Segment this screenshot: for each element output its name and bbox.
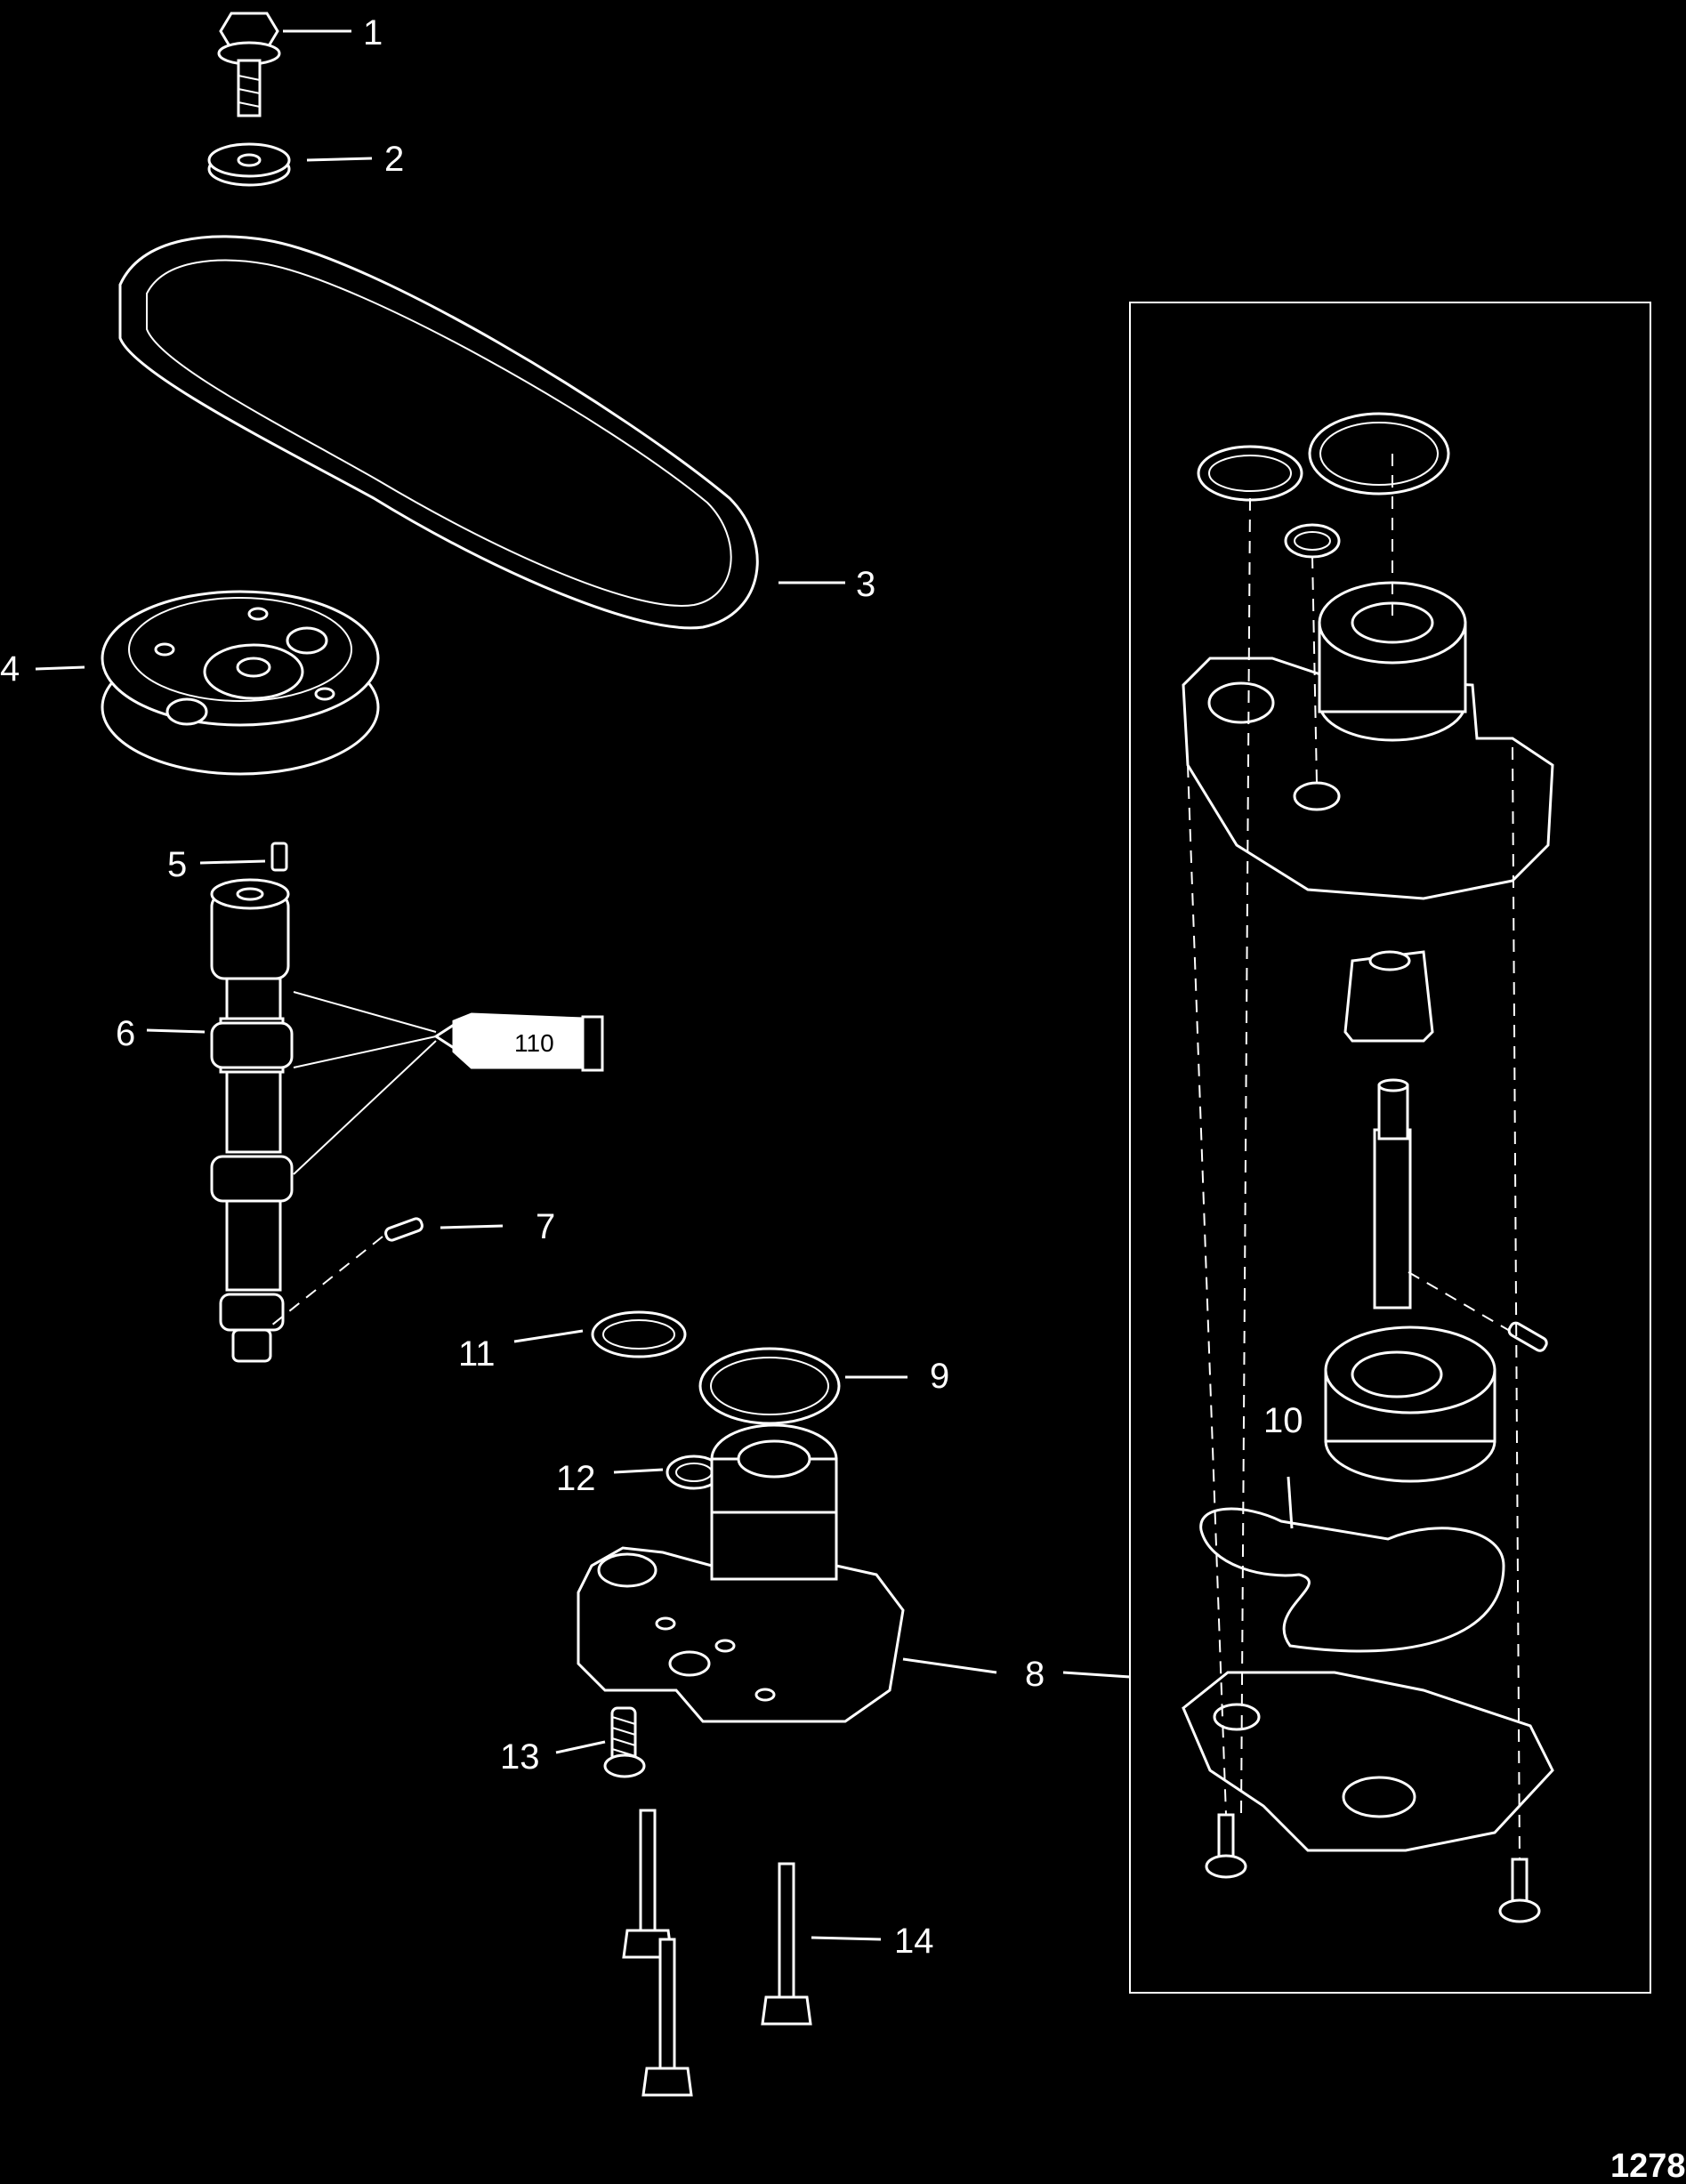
leader-11 (513, 1329, 584, 1343)
callout-7: 7 (536, 1207, 555, 1246)
callout-13: 13 (500, 1737, 540, 1777)
callout-14: 14 (894, 1922, 934, 1961)
callout-labels: 1 2 3 4 5 6 7 8 9 10 11 12 13 14 (0, 13, 1303, 1961)
callout-2: 2 (384, 140, 404, 179)
callout-10: 10 (1263, 1401, 1303, 1440)
part-relief-spring (603, 1706, 646, 1778)
callout-9: 9 (930, 1357, 949, 1396)
inset-exploded-view (1182, 412, 1554, 1923)
callout-8: 8 (1025, 1655, 1045, 1694)
inset-frame (1129, 302, 1651, 1994)
sealant-tube-label: 110 (514, 1029, 554, 1057)
part-washer (207, 142, 291, 187)
part-bolt (217, 12, 281, 117)
part-camshaft (210, 878, 294, 1363)
part-o-ring-large (698, 1347, 841, 1425)
sealant-tube: 110 (293, 991, 604, 1175)
part-cam-gear (101, 590, 380, 776)
part-dowel-pin (270, 842, 288, 872)
part-oil-pump-housing (577, 1423, 905, 1723)
callout-11: 11 (458, 1334, 496, 1374)
part-roll-pin (270, 1217, 424, 1326)
callout-12: 12 (556, 1459, 596, 1498)
callout-1: 1 (363, 13, 383, 52)
callout-6: 6 (116, 1014, 135, 1053)
part-timing-belt (118, 235, 759, 630)
leader-12 (613, 1468, 664, 1474)
leader-4 (35, 665, 85, 671)
part-oval-seal (591, 1310, 687, 1358)
callout-3: 3 (856, 565, 875, 604)
part-o-ring-small (666, 1455, 722, 1490)
leader-8-inset (1062, 1671, 1131, 1679)
leader-8 (902, 1657, 997, 1674)
leader-2 (306, 157, 373, 162)
leader-13 (555, 1740, 606, 1754)
leader-10 (1287, 1476, 1294, 1529)
leader-5 (199, 859, 266, 865)
callout-4: 4 (0, 649, 20, 689)
leader-6 (146, 1028, 206, 1034)
figure-id: 1278 (1610, 2148, 1686, 2184)
leader-7 (440, 1224, 504, 1229)
leader-14 (811, 1936, 882, 1941)
part-long-bolts (622, 1809, 812, 2097)
callout-5: 5 (167, 845, 187, 884)
